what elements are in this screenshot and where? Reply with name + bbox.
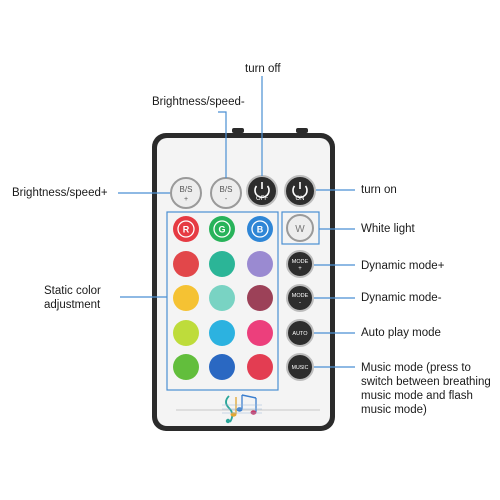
remote-bump [296,128,308,133]
label-brightness-plus: Brightness/speed+ [12,187,108,199]
key-label: B/S [220,185,233,194]
label-turn-off: turn off [245,63,281,75]
color-key-r2-c2[interactable] [209,285,235,311]
key-label: W [295,224,305,235]
label-turn-on: turn on [361,184,397,196]
label-white-light: White light [361,223,415,235]
color-key-r1-c2[interactable] [209,251,235,277]
key-label: R [183,225,190,235]
key-label: B/S [180,185,193,194]
power-icon [254,185,270,199]
off-key[interactable]: OFF [246,175,278,207]
color-key-r4-c1[interactable] [173,354,199,380]
mode-minus-key[interactable]: MODE - [286,284,314,312]
red-key[interactable]: R [173,216,199,242]
white-light-box [281,211,320,245]
static-color-group-box [166,211,279,391]
mode-plus-key[interactable]: MODE + [286,250,314,278]
label-auto-play: Auto play mode [361,327,441,339]
remote-face [157,138,330,426]
key-label: MODE [292,293,309,299]
color-key-r3-c1[interactable] [173,320,199,346]
auto-key[interactable]: AUTO [286,319,314,347]
label-static-color: Static color adjustment [44,285,101,311]
key-label: ON [296,196,305,202]
key-label: MUSIC [292,365,309,371]
color-key-r3-c3[interactable] [247,320,273,346]
callout-brightness-minus [218,111,227,178]
color-key-r3-c2[interactable] [209,320,235,346]
key-sign: - [299,300,301,306]
key-label: MODE [292,259,309,265]
color-key-r1-c3[interactable] [247,251,273,277]
static-color-grid [173,251,273,380]
key-label: AUTO [292,331,308,337]
key-label: OFF [256,196,268,202]
label-dynamic-plus: Dynamic mode+ [361,260,445,272]
label-music-mode: Music mode (press to switch between brea… [361,362,491,416]
key-sign: - [225,196,228,203]
color-key-r4-c3[interactable] [247,354,273,380]
brightness-plus-key[interactable]: B/S + [170,177,202,209]
music-note-icon [222,394,262,424]
key-sign: + [298,266,302,272]
blue-key[interactable]: B [247,216,273,242]
key-label: B [257,225,264,235]
label-brightness-minus: Brightness/speed- [152,96,245,108]
brightness-minus-key[interactable]: B/S - [210,177,242,209]
color-key-r2-c3[interactable] [247,285,273,311]
key-label: G [218,225,225,235]
label-dynamic-minus: Dynamic mode- [361,292,442,304]
color-key-r2-c1[interactable] [173,285,199,311]
color-key-r1-c1[interactable] [173,251,199,277]
key-sign: + [184,196,188,203]
white-light-key[interactable]: W [286,214,314,242]
power-icon [292,185,308,199]
color-key-r4-c2[interactable] [209,354,235,380]
on-key[interactable]: ON [284,175,316,207]
remote-bump [232,128,244,133]
callout-lines [118,76,355,368]
green-key[interactable]: G [209,216,235,242]
music-key[interactable]: MUSIC [286,353,314,381]
